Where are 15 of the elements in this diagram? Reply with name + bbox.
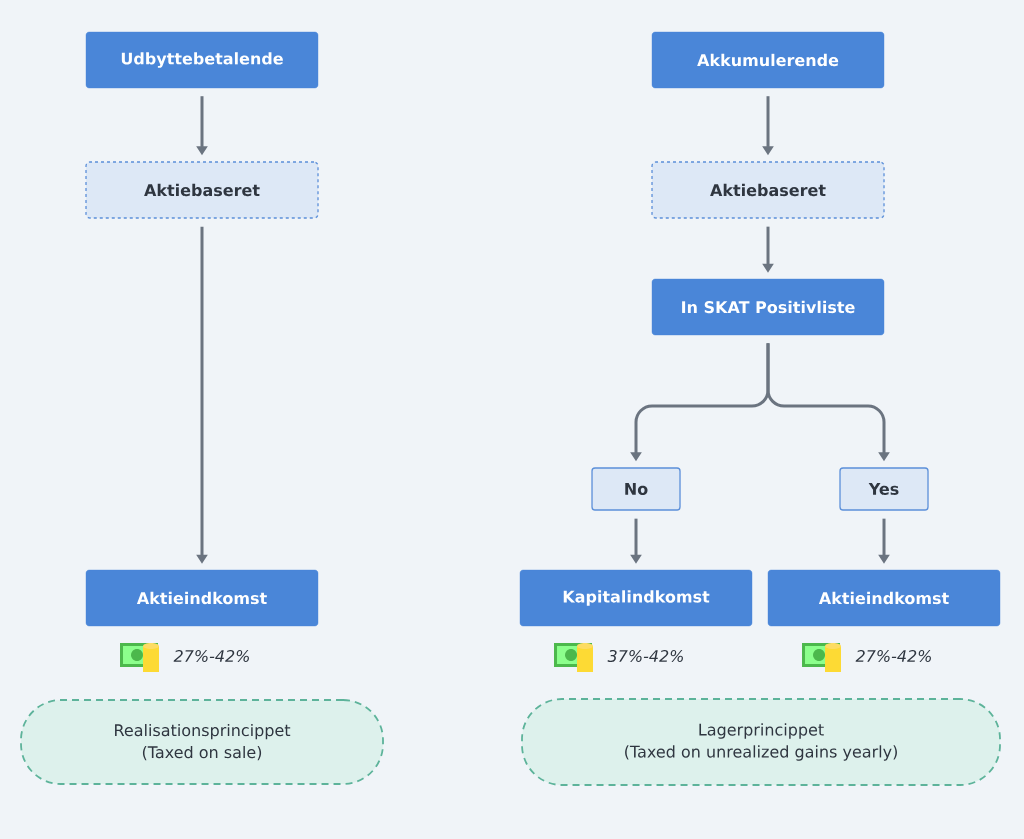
answer-box: No: [591, 467, 681, 511]
rate-text: 27%-42%: [173, 649, 249, 663]
result-pill: Lagerprincippet (Taxed on unrealized gains yearly): [521, 698, 1001, 786]
rate-text: 27%-42%: [855, 649, 931, 663]
rate-text: 37%-42%: [607, 649, 683, 663]
process-box: Akkumulerende: [651, 31, 885, 89]
process-box: In SKAT Positivliste: [651, 278, 885, 336]
answer-box: Yes: [839, 467, 929, 511]
process-box: Kapitalindkomst: [519, 569, 753, 627]
dashed-box: Aktiebaseret: [651, 161, 885, 219]
process-box: Aktieindkomst: [767, 569, 1001, 627]
dashed-box: Aktiebaseret: [85, 161, 319, 219]
process-box: Udbyttebetalende: [85, 31, 319, 89]
process-box: Aktieindkomst: [85, 569, 319, 627]
result-pill: Realisationsprincippet (Taxed on sale): [20, 699, 384, 785]
